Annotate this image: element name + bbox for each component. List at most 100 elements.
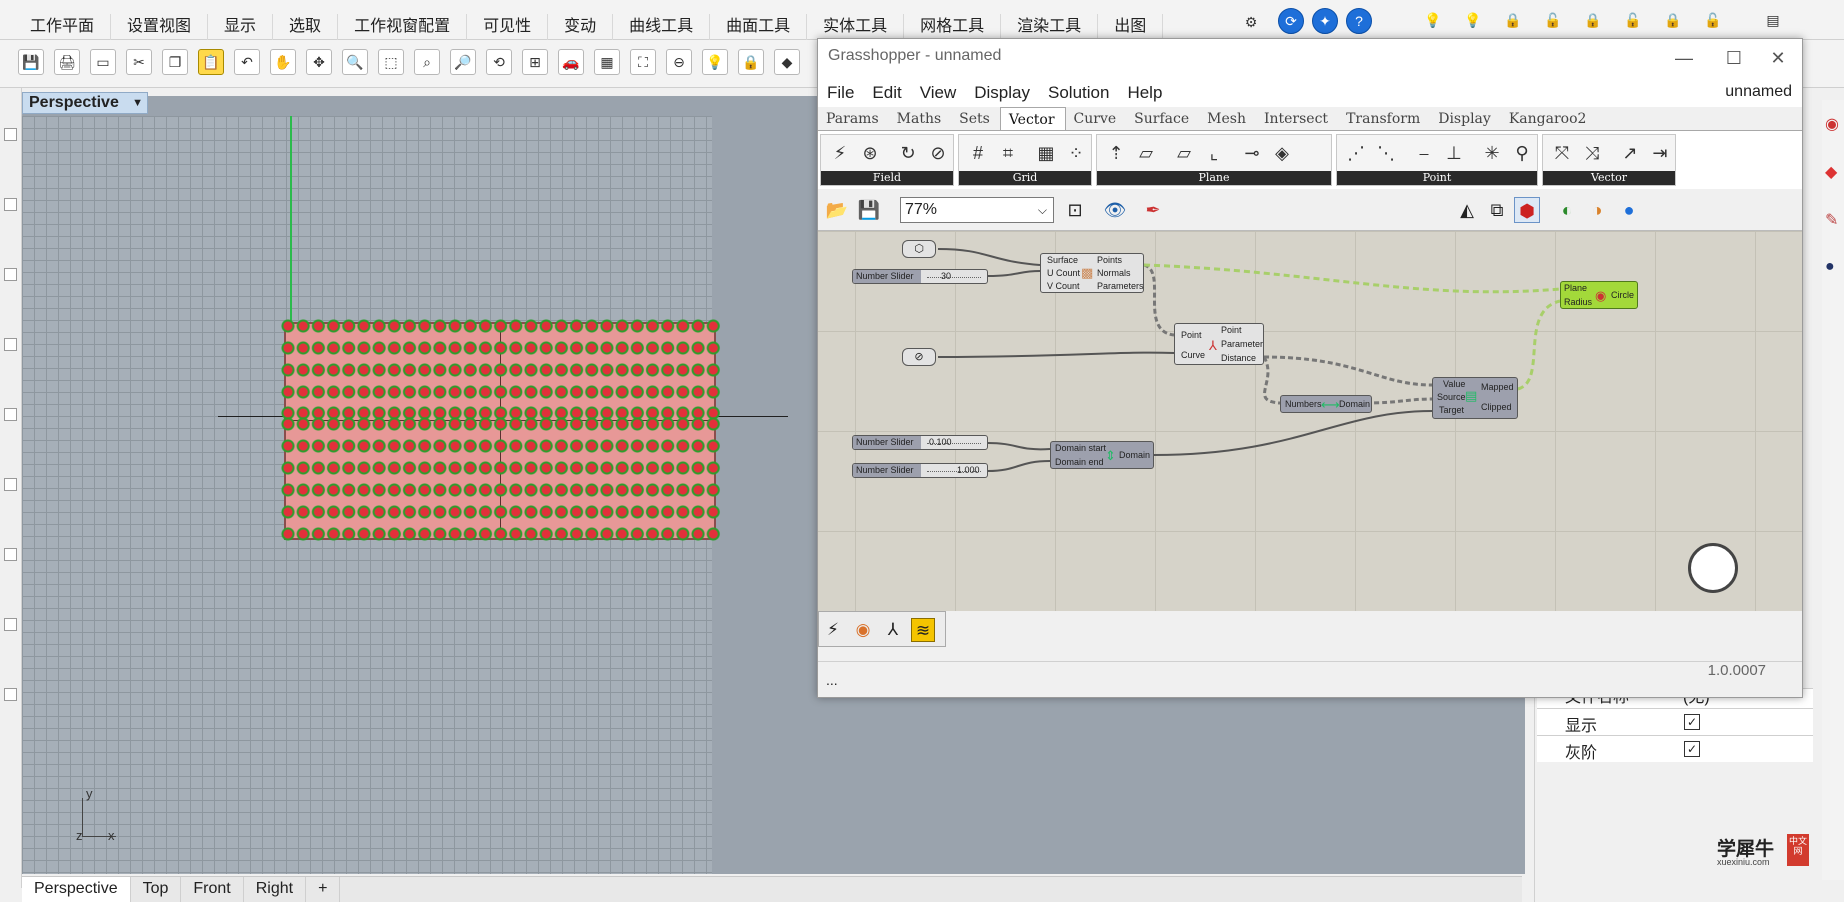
lock-toolbar-icon[interactable]: 🔒	[738, 49, 764, 75]
populate-icon[interactable]: ⁘	[1068, 143, 1084, 163]
field-point-icon[interactable]: ⊛	[862, 143, 878, 163]
strip-tool-icon[interactable]	[4, 268, 17, 281]
select-points-icon[interactable]: ⛶	[630, 49, 656, 75]
strip-tool-icon[interactable]	[4, 408, 17, 421]
viewport-tab-right[interactable]: Right	[244, 877, 307, 902]
circle-dock-icon[interactable]: ◉	[855, 620, 871, 639]
xy-plane-icon[interactable]: ⏥	[1139, 143, 1153, 163]
preview-selected-icon[interactable]: ⬢	[1514, 197, 1540, 223]
gh-tab-curve[interactable]: Curve	[1073, 111, 1117, 127]
car-render-icon[interactable]: 🚗	[558, 49, 584, 75]
menu-display[interactable]: Display	[974, 83, 1030, 102]
tab-visibility[interactable]: 可见性	[467, 14, 549, 40]
gh-tab-surface[interactable]: Surface	[1134, 111, 1190, 127]
gh-tab-display[interactable]: Display	[1438, 111, 1491, 127]
field-dock-icon[interactable]: ⚡	[827, 620, 839, 639]
minimize-icon[interactable]: —	[1675, 48, 1693, 68]
tab-transform[interactable]: 变动	[548, 14, 614, 40]
grayscale-checkbox[interactable]: ✓	[1684, 741, 1700, 757]
rotate-icon[interactable]: ✥	[306, 49, 332, 75]
show-checkbox[interactable]: ✓	[1684, 714, 1700, 730]
gh-tab-maths[interactable]: Maths	[896, 111, 942, 127]
unlock-selected-icon[interactable]: 🔓	[1624, 12, 1642, 28]
material-preview-icon[interactable]: ◑	[1591, 200, 1603, 220]
remap-numbers-node[interactable]: Value Source Target ▤ Mapped Clipped	[1432, 377, 1518, 419]
undo-view-icon[interactable]: ⟲	[486, 49, 512, 75]
grid-plane-icon[interactable]: ▦	[594, 49, 620, 75]
construct-domain-node[interactable]: Domain start Domain end ⇕ Domain	[1050, 441, 1154, 469]
zoom-dropdown[interactable]: 77%⌵	[900, 197, 1054, 223]
menu-view[interactable]: View	[919, 83, 957, 102]
strip-tool-icon[interactable]	[4, 338, 17, 351]
closest-dock-icon[interactable]: ⅄	[887, 620, 899, 639]
print-icon[interactable]: 🖨	[54, 49, 80, 75]
number-slider-domain-end[interactable]: Number Slider 1.000	[852, 463, 988, 478]
zoom-extents-icon[interactable]: ⌕	[414, 49, 440, 75]
zoom-selected-icon[interactable]: 🔎	[450, 49, 476, 75]
menu-help[interactable]: Help	[1127, 83, 1163, 102]
circle-node[interactable]: Plane Radius ◉ Circle	[1560, 281, 1638, 309]
align-plane-icon[interactable]: ◈	[1275, 143, 1289, 163]
field-spin-icon[interactable]: ↻	[900, 143, 916, 163]
distance-icon[interactable]: ⎯	[1419, 143, 1429, 163]
construct-point-icon[interactable]: ⋰	[1347, 143, 1365, 163]
bake-icon[interactable]: ◐	[1561, 200, 1573, 220]
plane-3pt-icon[interactable]: ⊸	[1244, 143, 1260, 163]
color-wheel-icon[interactable]: ◉	[1825, 116, 1839, 133]
hex-grid-icon[interactable]: #	[972, 143, 983, 163]
vector-xyz-icon[interactable]: ⤧	[1554, 143, 1570, 163]
closest-point-icon[interactable]: ⊥	[1446, 143, 1462, 163]
canvas-navigation-widget[interactable]	[1688, 543, 1738, 593]
environment-icon[interactable]: ●	[1825, 258, 1835, 275]
document-preview-icon[interactable]: ●	[1623, 200, 1635, 220]
four-viewports-icon[interactable]: ⊞	[522, 49, 548, 75]
sketch-icon[interactable]: ✒	[1145, 200, 1161, 220]
viewport-tab-top[interactable]: Top	[131, 877, 182, 902]
paste-icon[interactable]: 📋	[198, 49, 224, 75]
tab-viewport-layout[interactable]: 工作视窗配置	[338, 14, 468, 40]
material-panel-icon[interactable]: ◆	[1825, 164, 1838, 181]
deconstruct-point-icon[interactable]: ⋱	[1377, 143, 1395, 163]
point-cloud-icon[interactable]: ✳	[1484, 143, 1500, 163]
strip-tool-icon[interactable]	[4, 198, 17, 211]
save-icon[interactable]: 💾	[18, 49, 44, 75]
light-bulb-on-icon[interactable]: 💡	[1464, 12, 1482, 28]
field-break-icon[interactable]: ⊘	[930, 143, 946, 163]
number-slider-domain-start[interactable]: Number Slider 0.100	[852, 435, 988, 450]
open-file-icon[interactable]: 📂	[825, 200, 849, 220]
strip-tool-icon[interactable]	[4, 688, 17, 701]
layer-lock-icon[interactable]: 🔒	[1664, 12, 1682, 28]
gh-canvas[interactable]: ⬡ ⊘ Number Slider 30 Surface U Count V C…	[818, 231, 1802, 611]
tab-surface-tools[interactable]: 曲面工具	[710, 14, 808, 40]
surface-param-node[interactable]: ⬡	[902, 240, 936, 258]
viewport-title[interactable]: Perspective ▼	[22, 92, 148, 114]
brush-icon[interactable]: ✎	[1825, 212, 1839, 229]
tab-set-view[interactable]: 设置视图	[111, 14, 209, 40]
lock-selected-icon[interactable]: 🔒	[1584, 12, 1602, 28]
close-icon[interactable]: ✕	[1770, 48, 1786, 68]
strip-tool-icon[interactable]	[4, 618, 17, 631]
material-icon[interactable]: ◆	[774, 49, 800, 75]
layer-icon[interactable]: ▤	[1766, 12, 1780, 28]
gh-tab-intersect[interactable]: Intersect	[1263, 111, 1329, 127]
viewport-tab-front[interactable]: Front	[181, 877, 244, 902]
light-bulb-icon[interactable]: 💡	[1424, 12, 1442, 28]
copy-icon[interactable]: ❐	[162, 49, 188, 75]
field-line-icon[interactable]: ⚡	[833, 143, 847, 163]
strip-tool-icon[interactable]	[4, 548, 17, 561]
menu-edit[interactable]: Edit	[872, 83, 902, 102]
divide-surface-node[interactable]: Surface U Count V Count ▩ Points Normals…	[1040, 253, 1144, 293]
viewport-tab-perspective[interactable]: Perspective	[22, 877, 131, 902]
pull-point-icon[interactable]: ⚲	[1515, 143, 1529, 163]
menu-file[interactable]: File	[827, 83, 855, 102]
tab-solid-tools[interactable]: 实体工具	[807, 14, 905, 40]
construct-plane-icon[interactable]: ▱	[1177, 143, 1191, 163]
pan-icon[interactable]: ✋	[270, 49, 296, 75]
gh-tab-mesh[interactable]: Mesh	[1207, 111, 1246, 127]
plane-normal-icon[interactable]: ⇡	[1108, 143, 1124, 163]
gh-tab-params[interactable]: Params	[826, 111, 879, 127]
strip-tool-icon[interactable]	[4, 128, 17, 141]
light-icon[interactable]: 💡	[702, 49, 728, 75]
settings-blue-icon[interactable]: ✦	[1312, 8, 1338, 34]
vector-display-icon[interactable]: ⇥	[1652, 143, 1668, 163]
